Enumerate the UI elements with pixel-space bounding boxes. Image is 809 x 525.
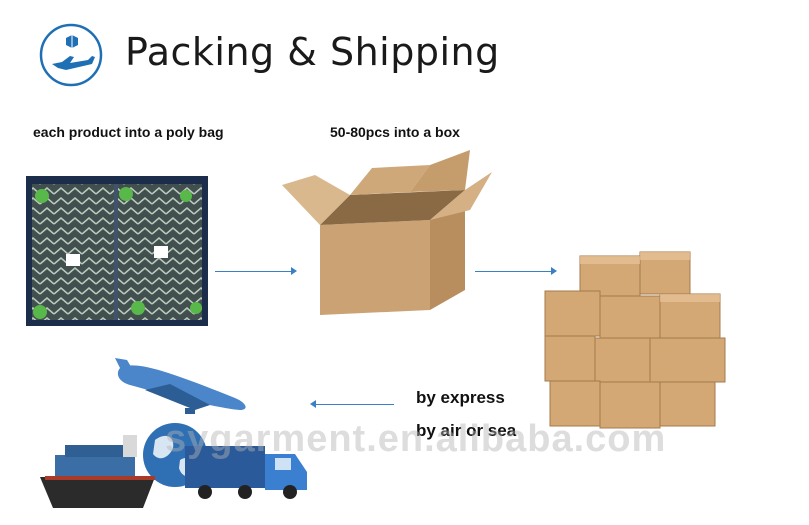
express-label: by express xyxy=(416,388,505,407)
arrow-left-icon xyxy=(310,400,394,408)
ship-icon xyxy=(40,435,155,508)
truck-icon xyxy=(185,446,307,499)
box-caption: 50-80pcs into a box xyxy=(330,124,460,140)
arrow-right-icon xyxy=(475,267,557,275)
arrow-right-icon xyxy=(215,267,297,275)
air-sea-label: by air or sea xyxy=(416,421,517,440)
stacked-boxes-image xyxy=(540,246,732,431)
transport-image xyxy=(35,350,315,520)
open-box-image xyxy=(280,150,495,320)
poly-bag-caption: each product into a poly bag xyxy=(33,124,224,140)
logo-icon xyxy=(38,22,104,88)
watermark: sygarment.en.alibaba.com xyxy=(165,418,667,460)
page-title: Packing & Shipping xyxy=(125,30,500,74)
airplane-icon xyxy=(115,358,246,414)
poly-bag-image xyxy=(26,176,208,326)
